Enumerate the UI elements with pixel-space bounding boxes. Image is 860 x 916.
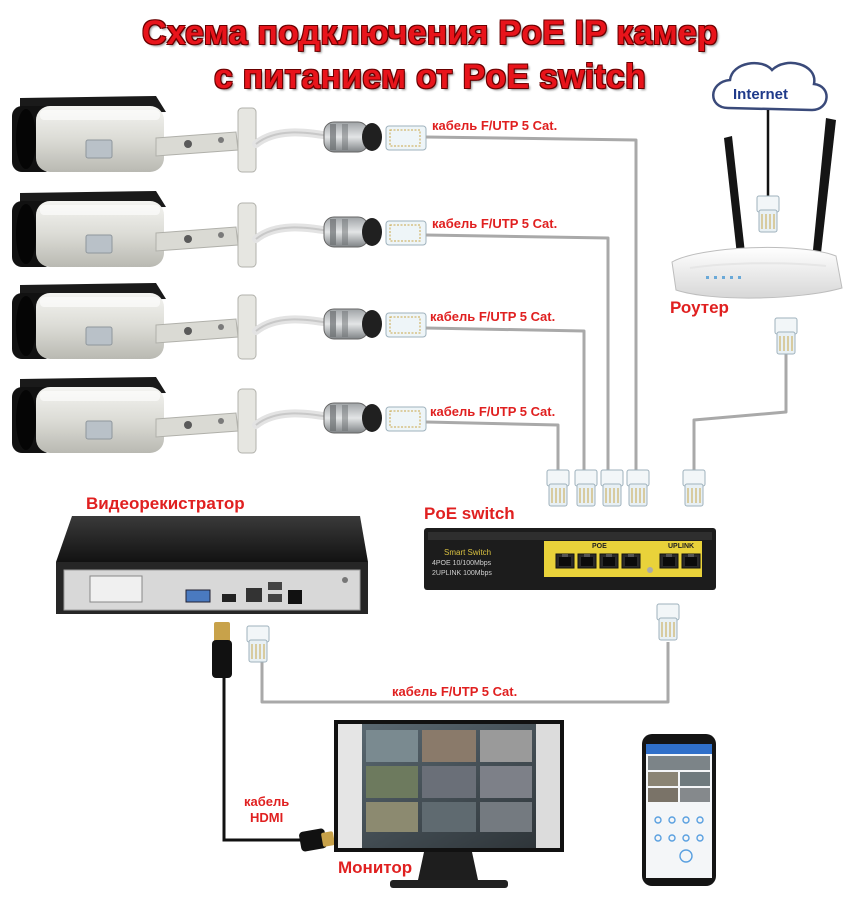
cable-label-2: кабель F/UTP 5 Cat.: [432, 216, 558, 231]
ip-camera-3: [12, 283, 426, 359]
monitor-label: Монитор: [338, 858, 413, 877]
rj45-plug-nvr: [246, 625, 270, 663]
nvr-label: Видеорекистратор: [86, 494, 245, 513]
switch-brand: Smart Switch: [444, 548, 492, 557]
rj45-plug-router: [774, 317, 798, 355]
hdmi-cable: [212, 622, 335, 852]
cable-label-nvr: кабель F/UTP 5 Cat.: [392, 684, 518, 699]
cable-label-1: кабель F/UTP 5 Cat.: [432, 118, 558, 133]
cable-router-uplink: [692, 352, 788, 470]
router: [671, 118, 843, 299]
cable-camera-4: [425, 420, 560, 470]
cable-camera-3: [425, 326, 586, 470]
title-line-2: с питанием от PoE switch: [213, 58, 647, 96]
rj45-plug-switch-out: [656, 603, 680, 641]
hdmi-label-line-2: HDMI: [250, 810, 284, 825]
nvr: [56, 516, 368, 614]
internet-cloud: [712, 61, 828, 112]
switch-spec-1: 4POE 10/100Mbps: [432, 560, 492, 567]
router-label: Роутер: [670, 298, 729, 317]
cable-label-4: кабель F/UTP 5 Cat.: [430, 404, 556, 419]
title-line-1: Схема подключения PoE IP камер: [142, 14, 718, 52]
ip-camera-1: [12, 96, 426, 172]
switch-poe-group: POE: [592, 543, 607, 550]
poe-switch: [424, 528, 716, 590]
switch-spec-2: 2UPLINK 100Mbps: [432, 570, 492, 577]
cable-camera-2: [425, 233, 610, 470]
cable-camera-1: [425, 135, 638, 470]
monitor: [334, 720, 564, 888]
cable-nvr-switch: [260, 642, 670, 704]
ip-camera-2: [12, 191, 426, 267]
ip-camera-4: [12, 377, 426, 453]
hdmi-label-line-1: кабель: [244, 794, 290, 809]
rj45-plug-group: [546, 469, 706, 507]
smartphone: [642, 734, 716, 886]
cable-label-3: кабель F/UTP 5 Cat.: [430, 309, 556, 324]
internet-label: Internet: [733, 86, 789, 103]
poe-switch-label: PoE switch: [424, 504, 515, 523]
rj45-plug-internet: [756, 195, 780, 233]
switch-uplink-group: UPLINK: [668, 543, 695, 550]
